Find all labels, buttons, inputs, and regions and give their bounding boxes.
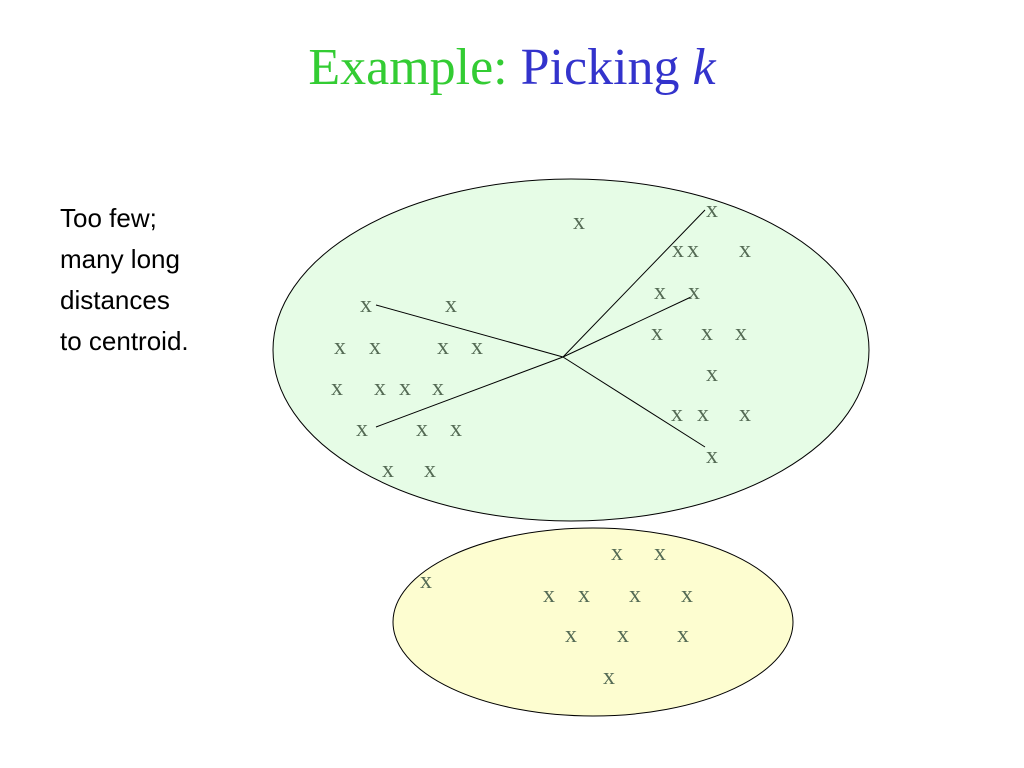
data-point-marker: x (578, 582, 590, 608)
title-variable: k (692, 39, 716, 96)
data-point-marker: x (382, 457, 394, 483)
caption-line: distances (60, 285, 170, 315)
data-point-marker: x (677, 622, 689, 648)
data-point-marker: x (369, 334, 381, 360)
centroid-line (562, 356, 706, 448)
data-point-marker: x (671, 401, 683, 427)
data-point-marker: x (399, 375, 411, 401)
small-cluster-ellipse (392, 527, 794, 717)
caption-line: many long (60, 244, 180, 274)
data-point-marker: x (437, 334, 449, 360)
data-point-marker: x (739, 237, 751, 263)
data-point-marker: x (471, 334, 483, 360)
title-prefix: Example: (308, 39, 508, 96)
data-point-marker: x (611, 540, 623, 566)
data-point-marker: x (334, 334, 346, 360)
centroid-lines (375, 209, 706, 448)
data-point-marker: x (420, 568, 432, 594)
caption-text: Too few; many long distances to centroid… (60, 198, 260, 362)
data-point-marker: x (706, 443, 718, 469)
caption-line: Too few; (60, 203, 157, 233)
data-point-marker: x (701, 320, 713, 346)
data-point-marker: x (603, 664, 615, 690)
data-point-marker: x (629, 582, 641, 608)
data-point-marker: x (617, 622, 629, 648)
data-point-marker: x (697, 401, 709, 427)
caption-line: to centroid. (60, 326, 189, 356)
data-point-marker: x (424, 457, 436, 483)
data-point-marker: x (374, 375, 386, 401)
data-point-marker: x (688, 279, 700, 305)
data-point-marker: x (360, 292, 372, 318)
data-point-marker: x (654, 540, 666, 566)
large-cluster-ellipse (272, 178, 870, 522)
data-point-marker: x (432, 375, 444, 401)
data-point-marker: x (706, 361, 718, 387)
data-point-marker: x (445, 292, 457, 318)
data-point-marker: x (681, 582, 693, 608)
data-point-marker: x (706, 197, 718, 223)
centroid-line (375, 304, 564, 358)
data-point-marker: x (672, 237, 684, 263)
centroid-line (562, 209, 706, 358)
slide-title: Example: Picking k (0, 38, 1024, 98)
data-point-marker: x (543, 582, 555, 608)
centroid-line (375, 356, 564, 428)
data-point-marker: x (573, 209, 585, 235)
data-point-marker: x (735, 320, 747, 346)
data-point-marker: x (651, 320, 663, 346)
data-point-marker: x (331, 375, 343, 401)
data-point-marker: x (416, 416, 428, 442)
data-point-marker: x (739, 401, 751, 427)
data-point-marker: x (356, 416, 368, 442)
data-point-marker: x (565, 622, 577, 648)
data-point-marker: x (654, 279, 666, 305)
data-point-marker: x (450, 416, 462, 442)
centroid-line (562, 296, 692, 358)
data-point-marker: x (687, 237, 699, 263)
title-main: Picking (520, 39, 680, 96)
